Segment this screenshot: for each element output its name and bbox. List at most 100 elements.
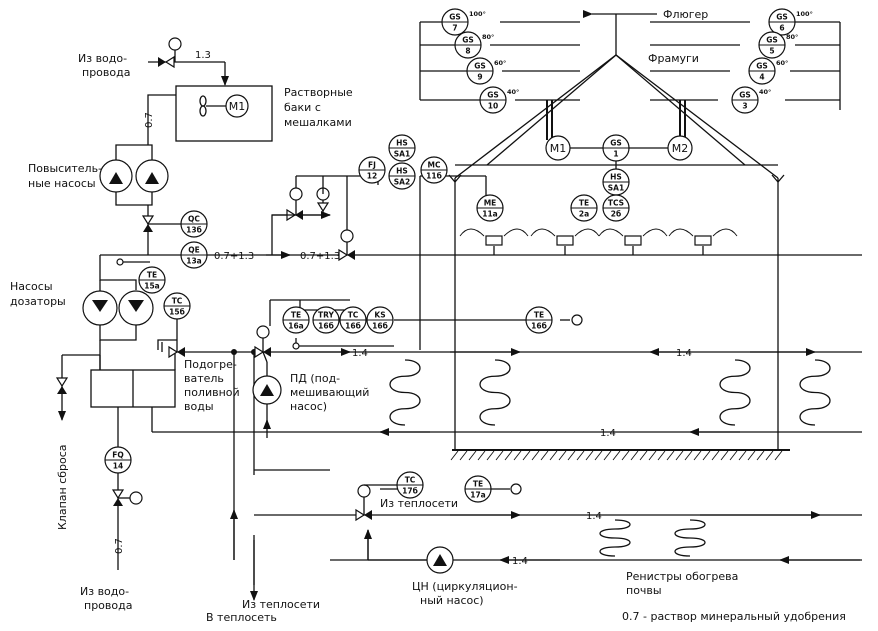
left-vent-sensor-lines — [419, 21, 580, 101]
solution-tanks — [175, 85, 273, 142]
heater-label-3: поливной — [184, 386, 240, 399]
soil-register-coil — [599, 519, 631, 557]
instrument-number: 16б — [318, 322, 334, 331]
tanks-label-3: мешалками — [284, 116, 352, 129]
instrument-code: TC — [405, 476, 416, 485]
tank-mixer-motor: M1 — [229, 100, 246, 113]
instrument-code: GS — [462, 36, 474, 45]
instrument-number: 7 — [452, 24, 457, 33]
water-inlet-top — [148, 37, 229, 86]
heater-label-1: Подогре- — [184, 358, 237, 371]
water-top-label-2: провода — [82, 66, 130, 79]
instrument-number: 15б — [169, 308, 185, 317]
mixing-pump — [252, 325, 282, 438]
instrument-fq14: FQ 14 — [104, 446, 132, 474]
vent-angle: 60° — [494, 59, 506, 67]
instrument-number: 11a — [482, 210, 498, 219]
instrument-code: FQ — [112, 451, 124, 460]
instrument-code: TE — [579, 199, 589, 208]
instrument-tc15b: TC 15б — [163, 292, 191, 320]
instrument-number: 4 — [759, 73, 764, 82]
instrument-number: SA1 — [608, 184, 624, 193]
registers-label-2: почвы — [626, 584, 662, 597]
instrument-code: GS — [610, 139, 622, 148]
instrument-number: SA1 — [394, 150, 410, 159]
pd-label-3: насос) — [290, 400, 327, 413]
flugger-label: Флюгер — [663, 8, 708, 21]
instrument-code: TE — [534, 311, 544, 320]
instrument-number: 8 — [465, 47, 470, 56]
instrument-number: 6 — [779, 24, 784, 33]
soil-register-coil — [674, 519, 706, 557]
instrument-number: 16б — [372, 322, 388, 331]
vent-angle: 40° — [507, 88, 519, 96]
instrument-number: 11б — [426, 172, 442, 181]
heater-label-4: воды — [184, 400, 214, 413]
cn-label-2: ный насос) — [420, 594, 484, 607]
heating-coil — [799, 359, 831, 426]
instrument-number: SA2 — [394, 178, 410, 187]
line-1.4-c: 1.4 — [600, 428, 616, 439]
heat-out-label: В теплосеть — [206, 611, 277, 624]
instrument-code: MC — [428, 161, 441, 170]
sprinkler-head — [530, 228, 600, 255]
line-0.7-bottom: 0.7 — [114, 538, 125, 554]
instrument-number: 5 — [769, 47, 774, 56]
instrument-code: GS — [474, 62, 486, 71]
vent-angle: 100° — [796, 10, 813, 18]
tanks-label-1: Растворные — [284, 86, 353, 99]
heating-loops — [280, 348, 862, 436]
instrument-ks16b: KS 16б — [366, 306, 394, 334]
line-1.3: 1.3 — [195, 50, 211, 61]
instrument-code: KS — [374, 311, 385, 320]
vent-angle: 80° — [786, 33, 798, 41]
water-bottom-label-1: Из водо- — [80, 585, 129, 598]
water-inlet-bottom — [111, 489, 143, 570]
heat-in-label-1: Из теплосети — [380, 497, 458, 510]
pd-label-2: мешивающий — [290, 386, 369, 399]
vent-angle: 60° — [776, 59, 788, 67]
instrument-code: FJ — [368, 161, 376, 170]
instrument-fj12: FJ 12 — [358, 156, 386, 184]
instrument-code: TC — [172, 297, 183, 306]
line-0.7-top: 0.7 — [144, 112, 155, 128]
legend-note: 0.7 - раствор минеральный удобрения — [622, 610, 846, 623]
heating-coil — [479, 359, 511, 426]
instrument-code: GS — [449, 13, 461, 22]
instrument-code: TRY — [318, 311, 334, 320]
labels: Из водо- провода Растворные баки с мешал… — [10, 8, 846, 624]
vent-motor-m2: M2 — [667, 135, 693, 161]
instrument-number: 16б — [531, 322, 547, 331]
instrument-number: 13б — [186, 226, 202, 235]
instrument-number: 14 — [113, 462, 123, 471]
instrument-code: GS — [756, 62, 768, 71]
booster-pumps — [99, 144, 169, 255]
vent-angle: 40° — [759, 88, 771, 96]
instrument-te16b: TE 16б — [525, 306, 553, 334]
instrument-number: 13a — [186, 257, 202, 266]
line-0.7+1.3-a: 0.7+1.3 — [214, 251, 254, 262]
instrument-code: QC — [188, 215, 200, 224]
line-0.7+1.3-b: 0.7+1.3 — [300, 251, 340, 262]
booster-label-2: ные насосы — [28, 177, 96, 190]
instrument-code: TE — [147, 271, 157, 280]
dosing-pumps — [82, 254, 154, 370]
floor-hatching — [450, 450, 783, 461]
instrument-number: 16б — [345, 322, 361, 331]
instrument-number: 12 — [367, 172, 377, 181]
instrument-code: TE — [291, 311, 301, 320]
registers-label-1: Ренистры обогрева — [626, 570, 738, 583]
sprinklers — [459, 228, 738, 255]
sprinkler-head — [668, 228, 738, 255]
